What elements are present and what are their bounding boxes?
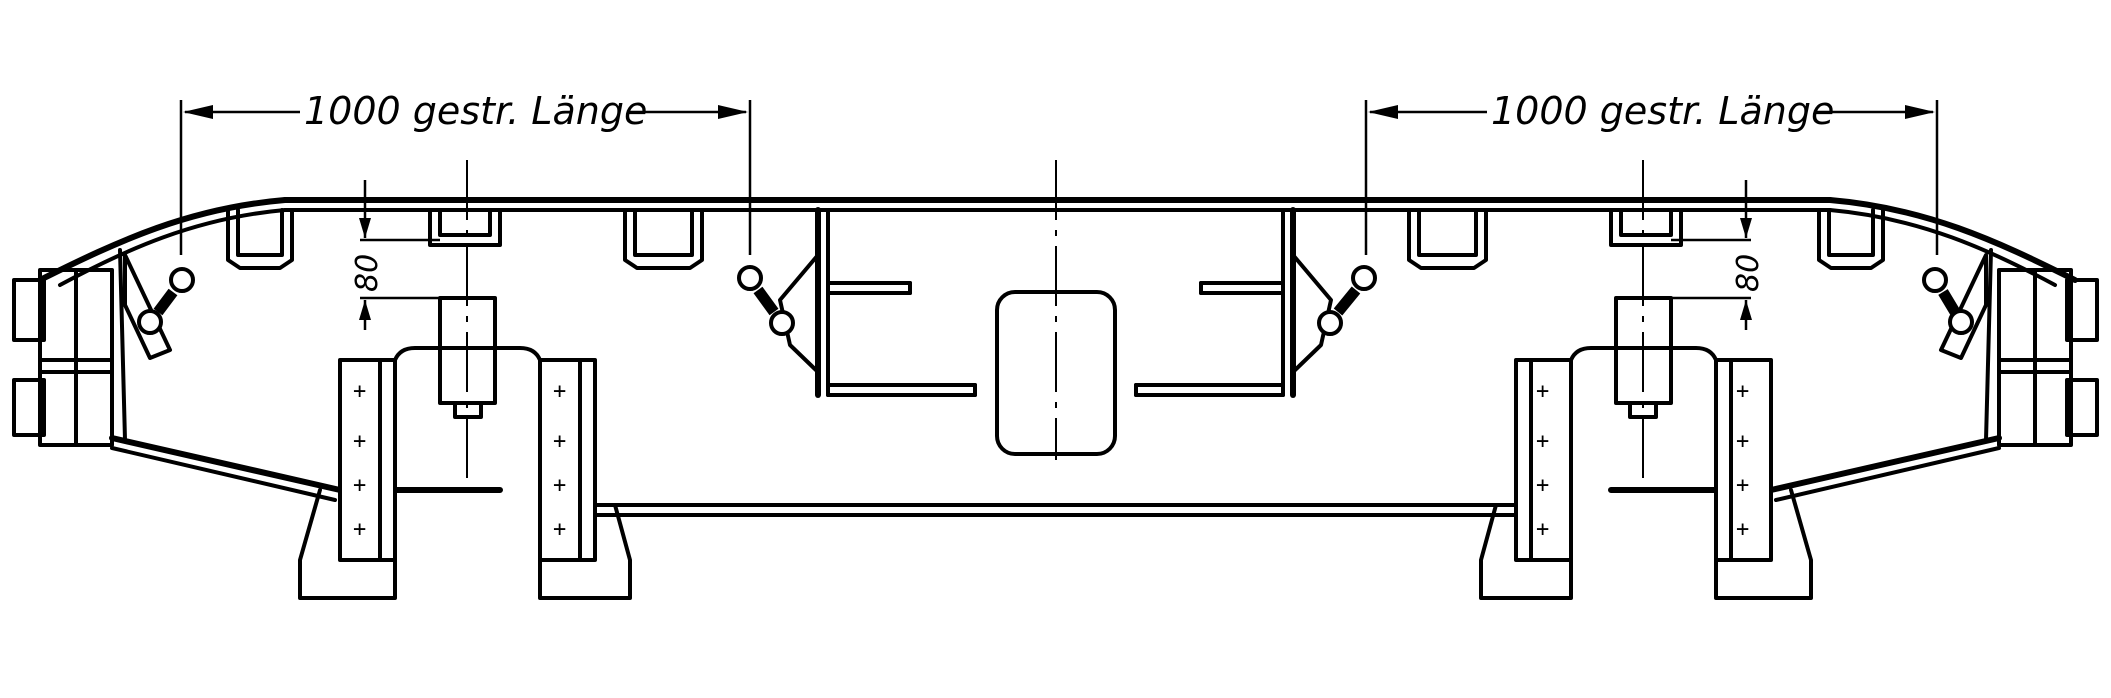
spring-hanger-right <box>1614 160 1673 480</box>
plate-marker: + <box>1736 517 1749 542</box>
plate-marker: + <box>553 517 566 542</box>
center-bolster <box>815 160 1296 460</box>
offset-dimension-right: 80 <box>1671 180 1766 330</box>
bolt-hole-icon <box>1317 310 1343 336</box>
bolt-hole-icon <box>169 267 195 293</box>
bolt-hole-icon <box>769 310 795 336</box>
offset-text-left: 80 <box>350 254 385 292</box>
dimension-text-left: 1000 gestr. Länge <box>304 89 647 133</box>
axle-guard-right <box>1479 346 1813 600</box>
gusset-plates <box>123 253 1988 374</box>
dimension-left: 1000 gestr. Länge <box>179 89 752 255</box>
dimension-right: 1000 gestr. Länge <box>1364 89 1939 255</box>
top-cross-members <box>226 208 1885 270</box>
plate-marker: + <box>553 473 566 498</box>
plate-markers: + + + + + + + + + + + + + + + + <box>353 379 1749 542</box>
plate-marker: + <box>1536 379 1549 404</box>
bolt-hole-icon <box>737 265 763 291</box>
bolt-hole-icon <box>1351 265 1377 291</box>
plate-marker: + <box>1536 473 1549 498</box>
spring-hanger-left <box>438 160 497 480</box>
plate-marker: + <box>353 473 366 498</box>
bolt-hole-icon <box>137 309 163 335</box>
dimension-text-right: 1000 gestr. Länge <box>1491 89 1834 133</box>
axle-guard-left <box>298 346 632 600</box>
plate-marker: + <box>553 429 566 454</box>
plate-marker: + <box>1536 517 1549 542</box>
plate-marker: + <box>1736 429 1749 454</box>
plate-marker: + <box>1736 379 1749 404</box>
bolt-hole-icon <box>1948 309 1974 335</box>
plate-marker: + <box>353 379 366 404</box>
plate-marker: + <box>353 517 366 542</box>
bolt-hole-icon <box>1922 267 1948 293</box>
plate-marker: + <box>1536 429 1549 454</box>
plate-marker: + <box>553 379 566 404</box>
plate-marker: + <box>1736 473 1749 498</box>
plate-marker: + <box>353 429 366 454</box>
offset-dimension-left: 80 <box>350 180 440 330</box>
offset-text-right: 80 <box>1731 254 1766 292</box>
